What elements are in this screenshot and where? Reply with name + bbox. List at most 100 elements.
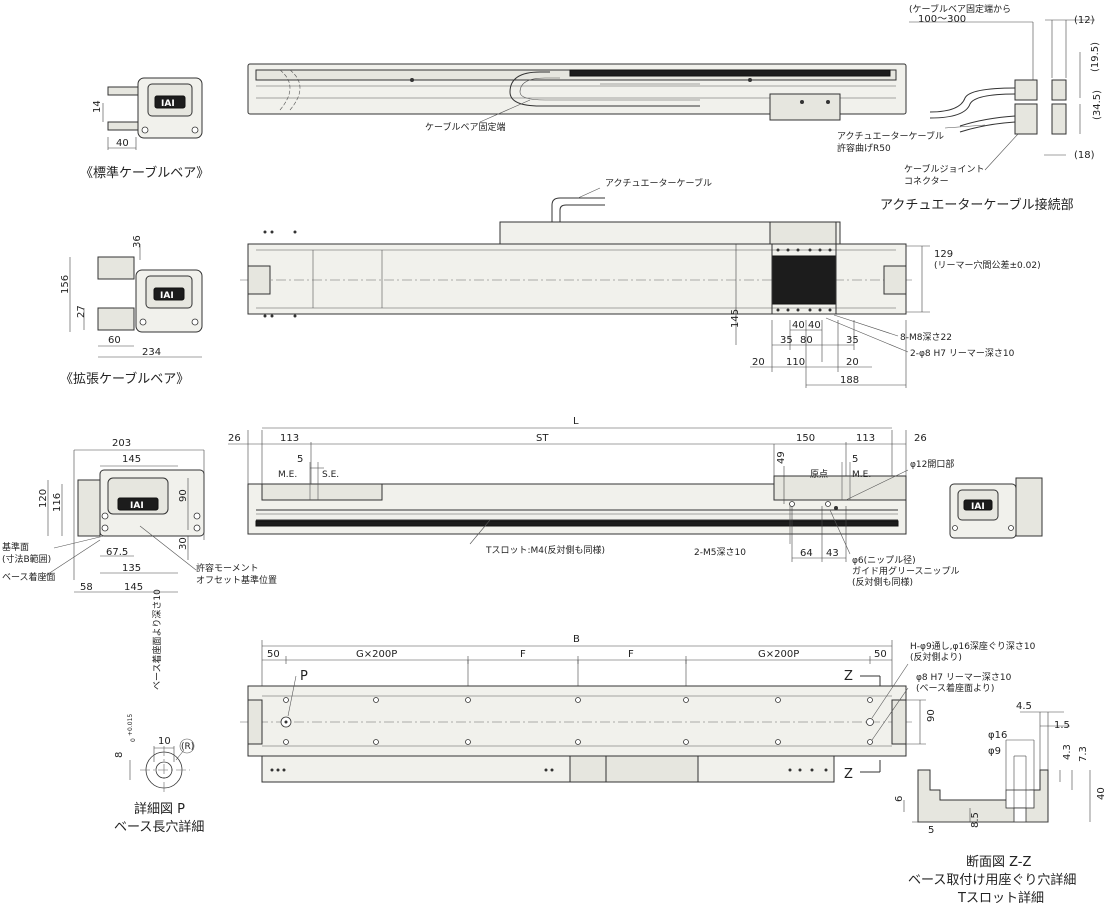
dim-40-b: 40 bbox=[808, 320, 821, 331]
label-phi8-b2: (ベース着座面より) bbox=[916, 682, 994, 694]
label-detail-p2: ベース長穴詳細 bbox=[114, 819, 204, 835]
label-ext-cable-bear: 《拡張ケーブルベア》 bbox=[60, 371, 189, 387]
label-moment2: オフセット基準位置 bbox=[196, 574, 277, 586]
dim-60: 60 bbox=[108, 335, 121, 346]
dim-ST: ST bbox=[536, 433, 549, 444]
iai-logo-1: IAI bbox=[161, 99, 175, 109]
dim-12: (12) bbox=[1074, 15, 1095, 26]
iai-logo-4: IAI bbox=[971, 502, 985, 512]
label-f-a: F bbox=[520, 649, 526, 660]
label-slot-depth: ベース着座面より深さ10 bbox=[151, 589, 163, 690]
side-view-stroke bbox=[228, 427, 909, 562]
dim-4-3: 4.3 bbox=[1062, 744, 1073, 760]
label-100-300: 100〜300 bbox=[918, 14, 966, 25]
label-slot-tol0: 0 bbox=[130, 738, 137, 742]
dim-150: 150 bbox=[796, 433, 815, 444]
label-cable-bear-fixed-end: ケーブルベア固定端 bbox=[425, 121, 505, 133]
label-me-right: M.E. bbox=[852, 470, 871, 480]
dim-90: 90 bbox=[178, 489, 189, 502]
label-tslot: Tスロット:M4(反対側も同様) bbox=[485, 544, 605, 556]
label-base-ref1: 基準面 bbox=[2, 541, 29, 553]
dim-67-5: 67.5 bbox=[106, 547, 128, 558]
label-detail-p1: 詳細図 P bbox=[134, 801, 185, 817]
dim-145-vertical: 145 bbox=[730, 309, 741, 328]
label-nipple1: φ6(ニップル径) bbox=[852, 554, 916, 566]
end-view-front: IAI bbox=[41, 449, 205, 593]
label-r: (R) bbox=[181, 742, 194, 752]
dim-203: 203 bbox=[112, 438, 131, 449]
label-h-phi9b: (反対側より) bbox=[910, 651, 962, 663]
dim-26-a: 26 bbox=[228, 433, 241, 444]
dim-7-3: 7.3 bbox=[1078, 746, 1089, 762]
label-std-cable-bear: 《標準ケーブルベア》 bbox=[80, 165, 209, 181]
dim-113-a: 113 bbox=[280, 433, 299, 444]
dim-110: 110 bbox=[786, 357, 805, 368]
label-z-bottom: Z bbox=[844, 767, 853, 782]
label-f-b: F bbox=[628, 649, 634, 660]
dim-49: 49 bbox=[776, 451, 787, 464]
label-phi9: φ9 bbox=[988, 746, 1001, 757]
dim-234: 234 bbox=[142, 347, 161, 358]
label-z-top: Z bbox=[844, 669, 853, 684]
dim-40-top: 40 bbox=[116, 138, 129, 149]
cable-connection-detail: (ケーブルベア固定端から 100〜300 (12) (19.5) (34.5) … bbox=[909, 3, 1103, 171]
dim-64: 64 bbox=[800, 548, 813, 559]
label-slot-tol: +0.015 bbox=[127, 714, 134, 736]
dim-14: 14 bbox=[92, 100, 103, 113]
label-p: P bbox=[300, 669, 308, 684]
label-actuator-cable-bend2: 許容曲げR50 bbox=[837, 142, 891, 154]
dim-40-a: 40 bbox=[792, 320, 805, 331]
dim-35-a: 35 bbox=[780, 335, 793, 346]
label-phi12: φ12開口部 bbox=[910, 458, 954, 470]
dim-58: 58 bbox=[80, 582, 93, 593]
dim-120: 120 bbox=[38, 489, 49, 508]
section-zz bbox=[903, 711, 1091, 823]
dim-5-c: 5 bbox=[928, 825, 934, 836]
plan-view-top: 145 bbox=[240, 187, 930, 388]
label-me-left: M.E. bbox=[278, 470, 297, 480]
label-g200p-b: G×200P bbox=[758, 649, 799, 660]
label-section2: ベース取付け用座ぐり穴詳細 bbox=[908, 872, 1076, 888]
label-phi8-b1: φ8 H7 リーマー深さ10 bbox=[916, 672, 1012, 683]
dim-34-5: (34.5) bbox=[1092, 90, 1103, 120]
dim-43: 43 bbox=[826, 548, 839, 559]
detail-p-slot bbox=[129, 738, 195, 794]
label-base-mount: ベース着座面 bbox=[2, 571, 56, 583]
dim-36: 36 bbox=[132, 235, 143, 248]
label-slot-8: 8 bbox=[114, 752, 125, 758]
iai-logo-2: IAI bbox=[160, 291, 174, 301]
dim-5-b: 5 bbox=[852, 454, 858, 465]
label-joint-connector1: ケーブルジョイント bbox=[904, 163, 984, 175]
dim-156: 156 bbox=[60, 275, 71, 294]
dim-B: B bbox=[573, 634, 580, 645]
label-se: S.E. bbox=[322, 470, 339, 480]
base-plan-view bbox=[240, 640, 926, 783]
dim-5-a: 5 bbox=[297, 454, 303, 465]
label-m5: 2-M5深さ10 bbox=[694, 547, 746, 558]
top-side-view bbox=[247, 63, 907, 123]
label-joint-connector2: コネクター bbox=[904, 176, 949, 187]
dim-50-a: 50 bbox=[267, 649, 280, 660]
dim-80: 80 bbox=[800, 335, 813, 346]
label-phi8-reamer: 2-φ8 H7 リーマー深さ10 bbox=[910, 348, 1015, 359]
dim-L: L bbox=[573, 416, 579, 427]
dim-1-5: 1.5 bbox=[1054, 720, 1070, 731]
label-nipple3: (反対側も同様) bbox=[852, 576, 913, 588]
dim-26-b: 26 bbox=[914, 433, 927, 444]
label-section1: 断面図 Z-Z bbox=[966, 855, 1032, 870]
label-genten: 原点 bbox=[810, 469, 828, 480]
dim-27: 27 bbox=[76, 305, 87, 318]
label-m8: 8-M8深さ22 bbox=[900, 332, 952, 343]
label-moment1: 許容モーメント bbox=[196, 562, 259, 574]
dim-19-5: (19.5) bbox=[1090, 42, 1101, 72]
dim-188: 188 bbox=[840, 375, 859, 386]
ext-cable-bear-end-view: IAI 156 27 36 60 234 bbox=[60, 235, 203, 358]
dim-30: 30 bbox=[178, 537, 189, 550]
std-cable-bear-end-view: IAI 40 14 bbox=[92, 77, 203, 150]
label-h-phi9a: H-φ9通し,φ16深座ぐり深さ10 bbox=[910, 640, 1036, 652]
label-cable-fixed-from: (ケーブルベア固定端から bbox=[909, 3, 1011, 15]
dim-10: 10 bbox=[158, 736, 171, 747]
dim-20-a: 20 bbox=[752, 357, 765, 368]
label-connection-title: アクチュエーターケーブル接続部 bbox=[880, 197, 1074, 213]
